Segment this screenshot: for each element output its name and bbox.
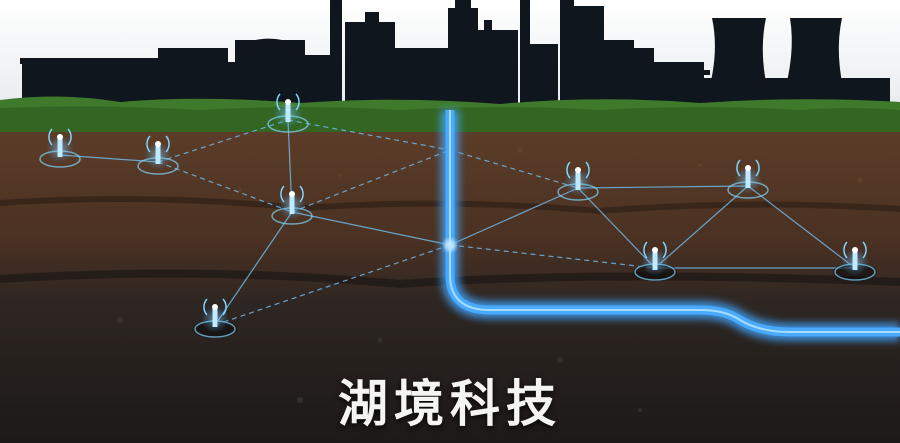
sensor-beacon-icon <box>833 241 877 281</box>
sensor-beacon-icon <box>267 93 309 133</box>
sensor-beacon-icon <box>193 298 237 338</box>
sensor-beacon-icon <box>39 128 81 168</box>
network-links <box>59 119 856 326</box>
brand-title: 湖境科技 <box>338 375 562 433</box>
sensor-beacon-icon <box>557 161 599 201</box>
factory-silhouette-icon <box>20 0 890 105</box>
cooling-tower-icon <box>706 18 770 100</box>
sensor-beacon-icon <box>271 185 313 225</box>
sensor-beacon-icon <box>137 135 179 175</box>
cooling-tower-icon <box>782 18 846 100</box>
sensor-beacons <box>39 93 877 338</box>
sensor-beacon-icon <box>727 159 769 199</box>
water-pipe-icon <box>441 110 900 341</box>
sensor-beacon-icon <box>633 241 677 281</box>
